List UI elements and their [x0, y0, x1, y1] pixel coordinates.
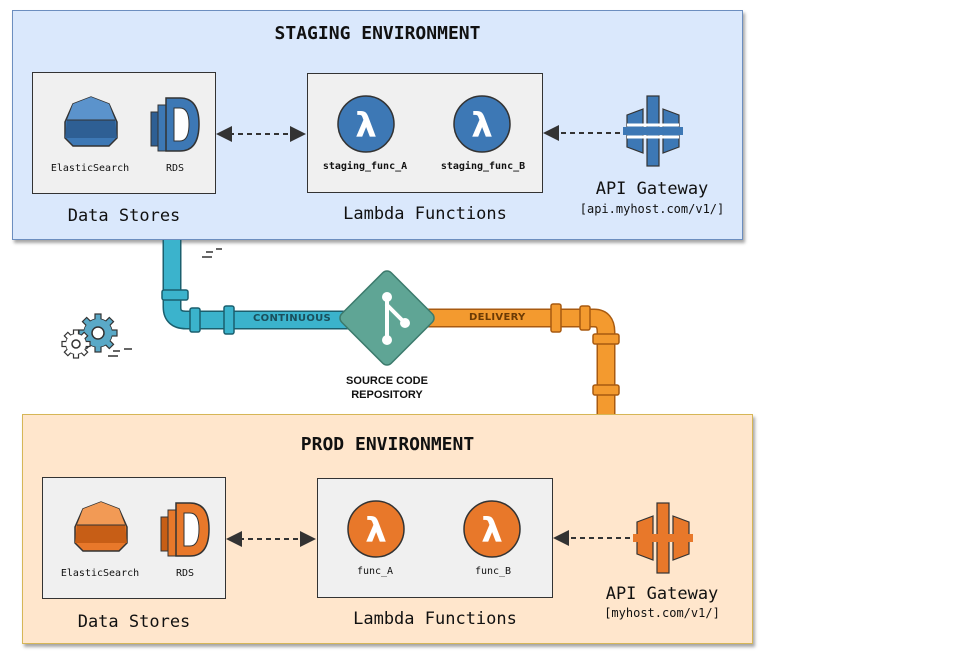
gears-icon — [61, 313, 118, 359]
svg-text:λ: λ — [355, 106, 377, 146]
prod-lambda-b-icon: λ — [463, 500, 521, 558]
prod-elasticsearch-icon — [74, 501, 128, 552]
staging-api-gateway-label: API Gateway — [595, 179, 709, 199]
continuous-pipe — [161, 240, 365, 335]
prod-title: PROD ENVIRONMENT — [300, 434, 475, 455]
continuous-label: CONTINUOUS — [253, 313, 332, 324]
staging-api-gateway-icon — [623, 95, 683, 167]
staging-func-a-label: staging_func_A — [322, 161, 408, 172]
staging-lambda-b-icon: λ — [453, 95, 511, 153]
prod-api-gateway-label: API Gateway — [605, 584, 719, 604]
staging-rds-label: RDS — [165, 163, 185, 174]
staging-rds-icon — [150, 97, 200, 152]
staging-func-b-label: staging_func_B — [440, 161, 526, 172]
prod-func-b-label: func_B — [474, 566, 512, 577]
prod-func-a-label: func_A — [356, 566, 394, 577]
staging-lambda-label: Lambda Functions — [343, 204, 507, 224]
repo-label-line1: SOURCE CODE — [346, 375, 428, 387]
prod-rds-icon — [160, 502, 210, 557]
delivery-pipe — [410, 303, 620, 414]
repo-label-line2: REPOSITORY — [351, 389, 423, 401]
staging-title: STAGING ENVIRONMENT — [274, 23, 481, 44]
svg-text:λ: λ — [471, 106, 493, 146]
svg-text:λ: λ — [481, 511, 503, 551]
prod-api-endpoint: [myhost.com/v1/] — [604, 606, 720, 620]
staging-elasticsearch-icon — [64, 96, 118, 147]
staging-lambda-a-icon: λ — [337, 95, 395, 153]
prod-lambda-label: Lambda Functions — [353, 609, 517, 629]
delivery-label: DELIVERY — [469, 312, 526, 323]
svg-text:λ: λ — [365, 511, 387, 551]
staging-api-endpoint: [api.myhost.com/v1/] — [579, 202, 725, 216]
prod-data-stores-label: Data Stores — [77, 612, 191, 632]
staging-elasticsearch-label: ElasticSearch — [50, 163, 130, 174]
motion-marks — [108, 248, 222, 357]
prod-elasticsearch-label: ElasticSearch — [60, 568, 140, 579]
prod-rds-label: RDS — [175, 568, 195, 579]
prod-lambda-a-icon: λ — [347, 500, 405, 558]
prod-api-gateway-icon — [633, 502, 693, 574]
staging-data-stores-label: Data Stores — [67, 206, 181, 226]
git-repo-icon — [339, 270, 435, 366]
